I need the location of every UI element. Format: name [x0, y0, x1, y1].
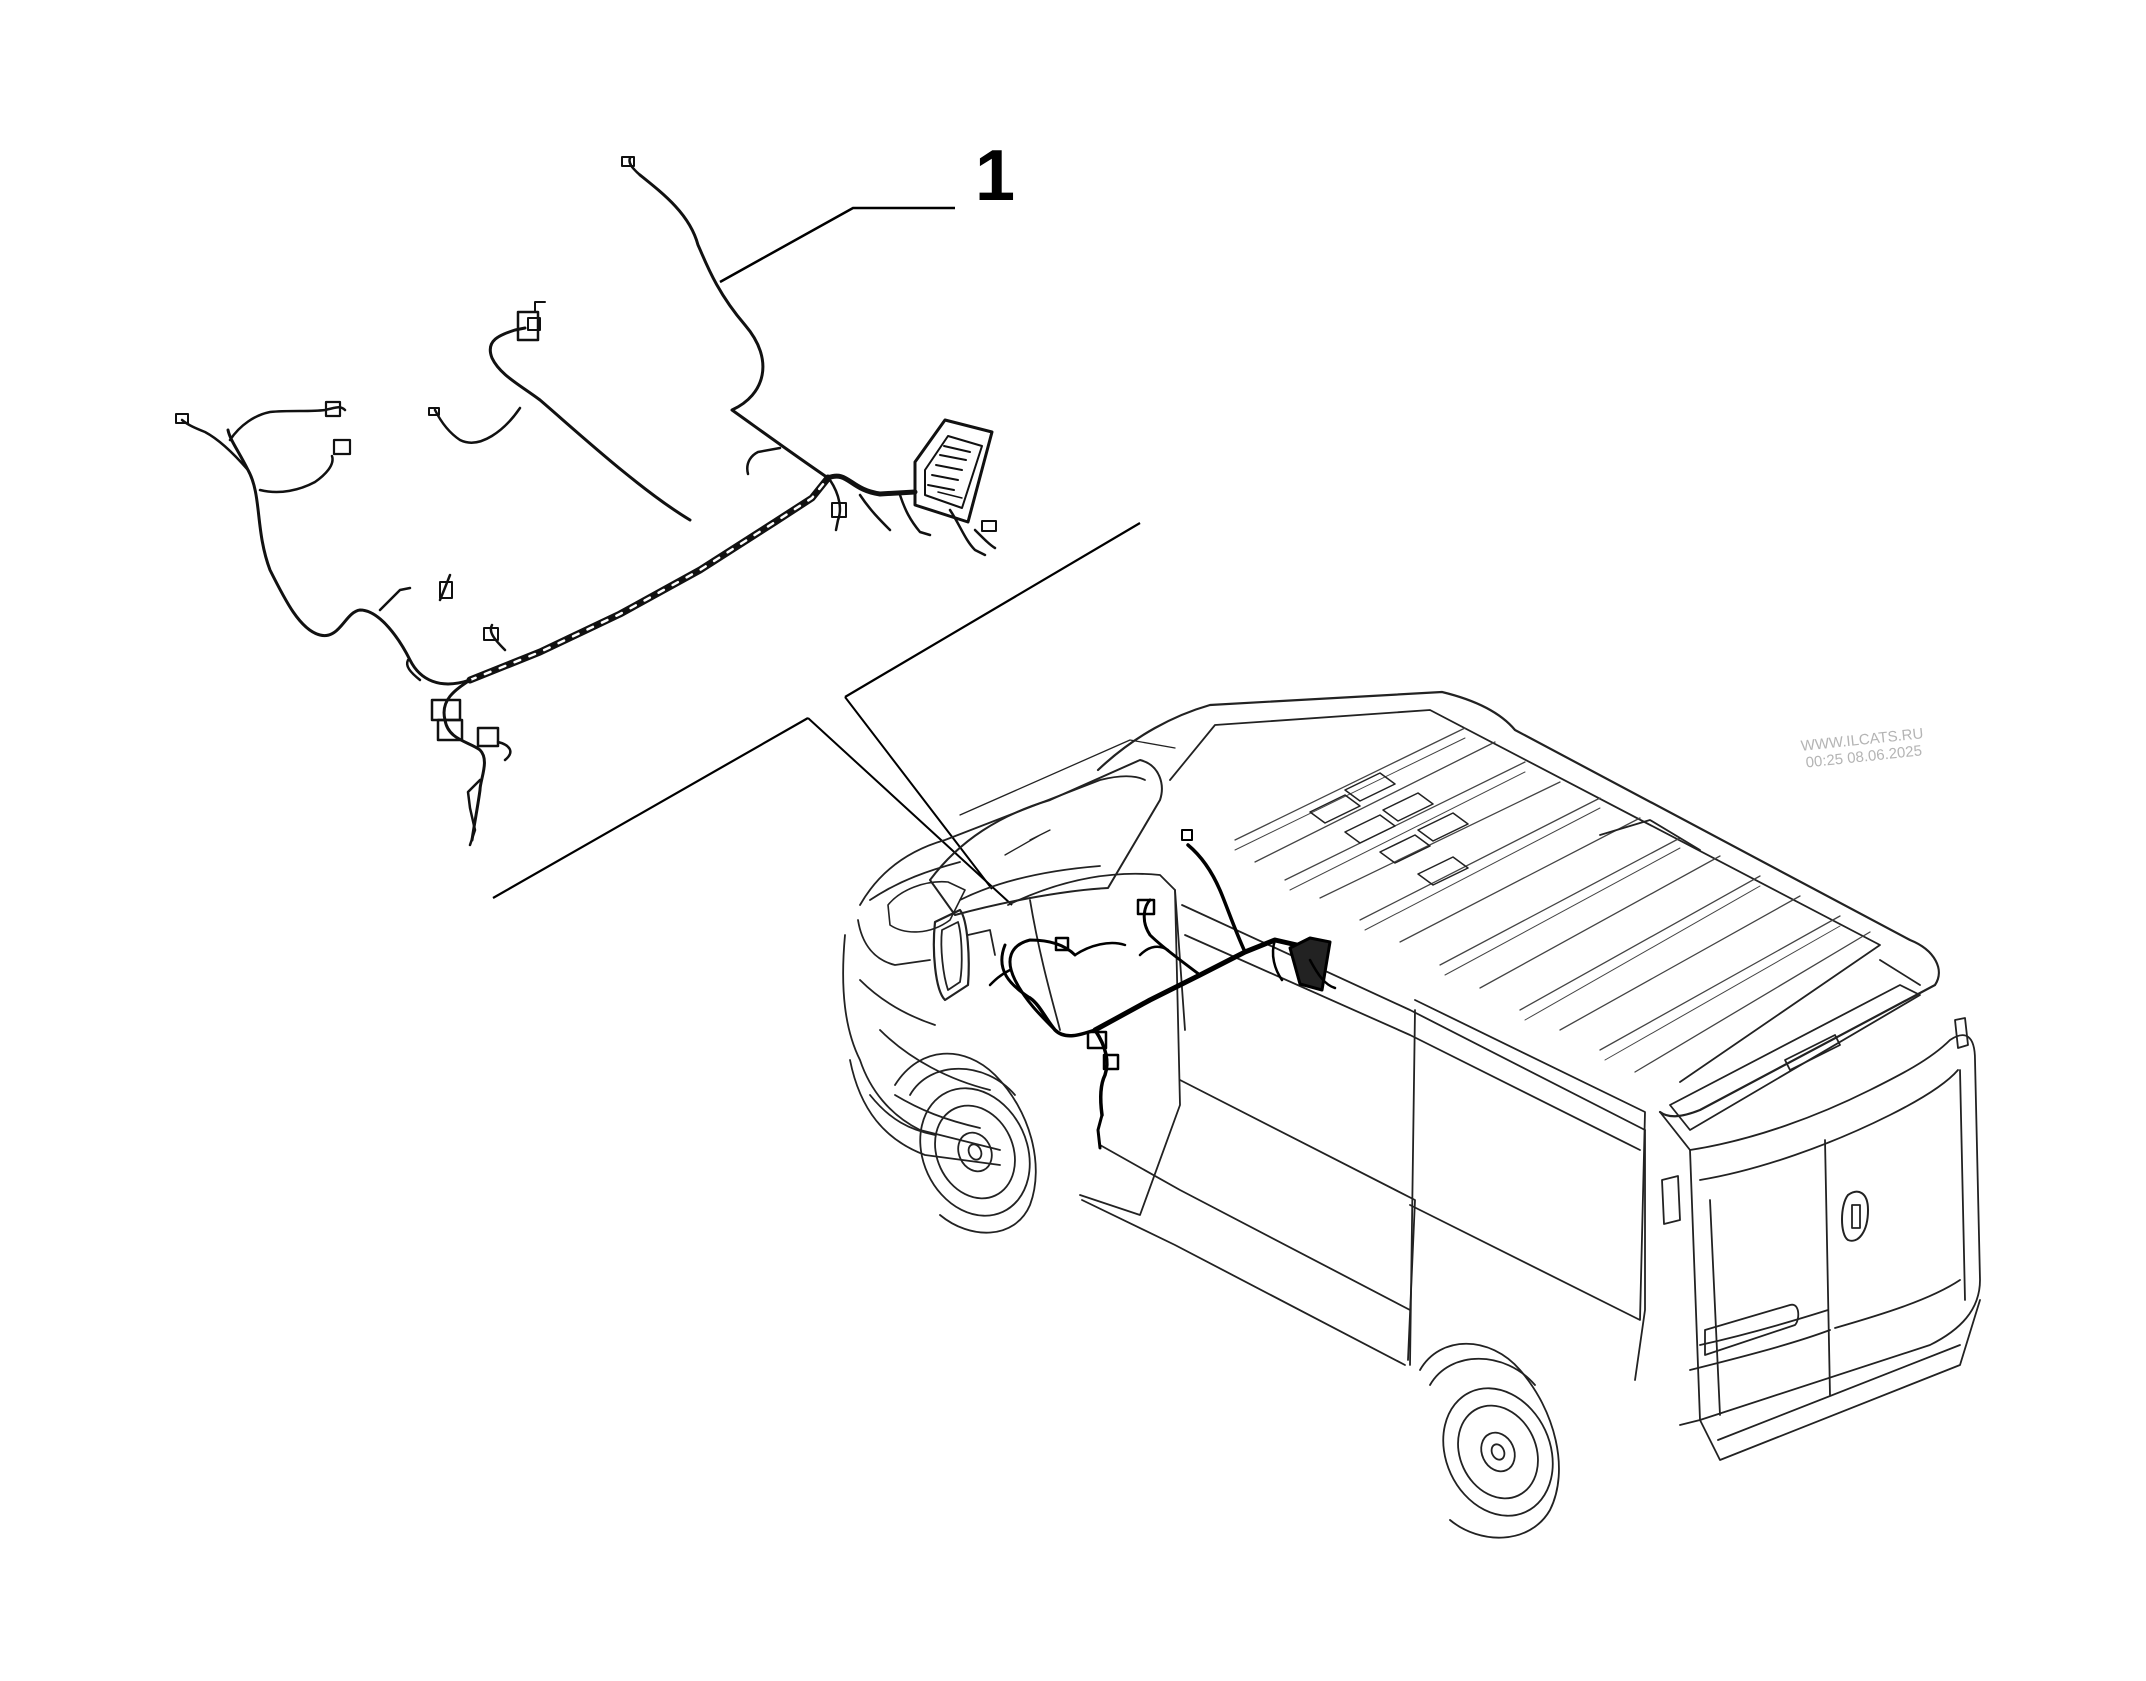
- detail-separator-top: [844, 522, 1141, 698]
- part-callout-1: 1: [975, 136, 1016, 216]
- callout-leader-line: [719, 206, 955, 284]
- van-illustration: [842, 690, 1981, 1539]
- detail-separator-bottom: [492, 717, 809, 899]
- wiring-harness-in-van: [988, 829, 1337, 1150]
- fuse-box-module: [913, 418, 994, 524]
- rear-wheel: [1419, 1342, 1560, 1539]
- front-wheel: [894, 1052, 1037, 1234]
- detail-pointer-lower: [807, 717, 1013, 906]
- detail-pointer-upper: [844, 696, 993, 890]
- wiring-harness-detail: [175, 156, 997, 847]
